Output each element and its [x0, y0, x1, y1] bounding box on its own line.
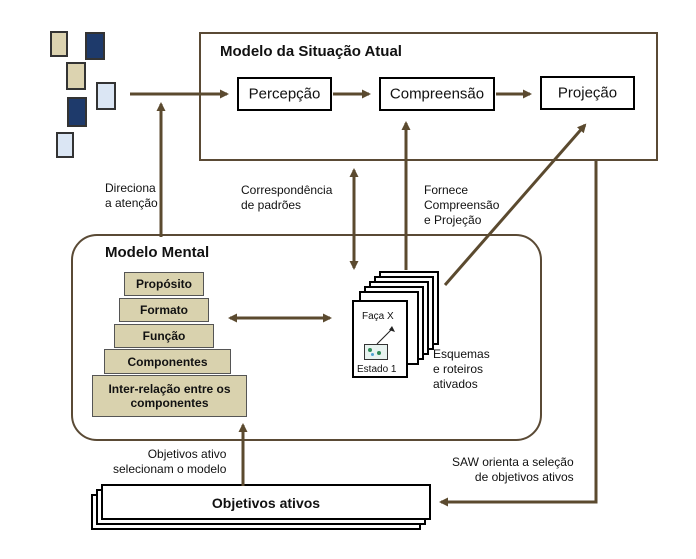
projection-box: Projeção [540, 76, 635, 110]
pyramid-level-format: Formato [119, 298, 209, 322]
active-goals-box: Objetivos ativos [101, 484, 431, 520]
perception-box: Percepção [237, 77, 332, 111]
schema-card-state-icon [364, 344, 388, 360]
mental-model-title: Modelo Mental [105, 244, 210, 261]
schemas-label: Esquemas e roteiros ativados [433, 347, 490, 391]
projection-label: Projeção [557, 84, 618, 102]
goals-select-model-label: Objetivos ativo selecionam o modelo [113, 447, 227, 476]
schema-card-action: Faça X [362, 311, 394, 322]
comprehension-box: Compreensão [379, 77, 495, 111]
schema-card-front: Faça X Estado 1 [352, 300, 408, 378]
environment-tile-2 [85, 32, 105, 60]
perception-label: Percepção [248, 85, 321, 103]
comprehension-label: Compreensão [389, 85, 485, 103]
environment-tile-3 [66, 62, 86, 90]
schema-card-arrow-icon [376, 326, 395, 345]
pattern-matching-label: Correspondência de padrões [241, 183, 333, 212]
pyramid-level-interrelation: Inter-relação entre os componentes [92, 375, 247, 417]
saw-guides-selection-label: SAW orienta a seleção de objetivos ativo… [452, 455, 574, 484]
situation-model-title: Modelo da Situação Atual [220, 43, 402, 60]
active-goals-title: Objetivos ativos [211, 495, 321, 511]
schema-card-state: Estado 1 [357, 364, 397, 375]
saw-to-goals-arrow [439, 161, 598, 507]
directs-attention-label: Direciona a atenção [105, 181, 158, 210]
schemas-to-projection-arrow [443, 123, 587, 286]
environment-tile-5 [67, 97, 87, 127]
pyramid-level-components: Componentes [104, 349, 231, 374]
environment-tile-4 [96, 82, 116, 110]
environment-tile-6 [56, 132, 74, 158]
provides-comprehension-label: Fornece Compreensão e Projeção [424, 183, 500, 227]
environment-tile-1 [50, 31, 68, 57]
pyramid-level-purpose: Propósito [124, 272, 204, 296]
pyramid-level-function: Função [114, 324, 214, 348]
